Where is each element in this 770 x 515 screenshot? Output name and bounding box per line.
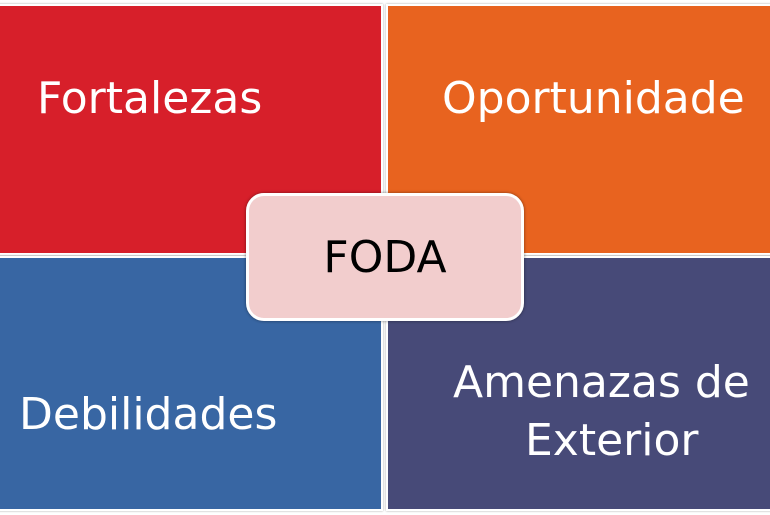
- amenazas-label-line-1: Amenazas de: [453, 357, 750, 408]
- quadrant-oportunidades: Oportunidade: [386, 4, 770, 255]
- quadrant-fortalezas: Fortalezas: [0, 4, 383, 255]
- center-foda-label: FODA: [323, 231, 447, 283]
- fortalezas-label: Fortalezas: [37, 73, 263, 124]
- amenazas-label: Amenazas de Exterior: [388, 354, 770, 470]
- amenazas-label-line-2: Exterior: [525, 415, 699, 466]
- oportunidades-label: Oportunidade: [442, 73, 745, 124]
- center-foda-box: FODA: [246, 193, 524, 321]
- debilidades-label: Debilidades: [19, 389, 278, 440]
